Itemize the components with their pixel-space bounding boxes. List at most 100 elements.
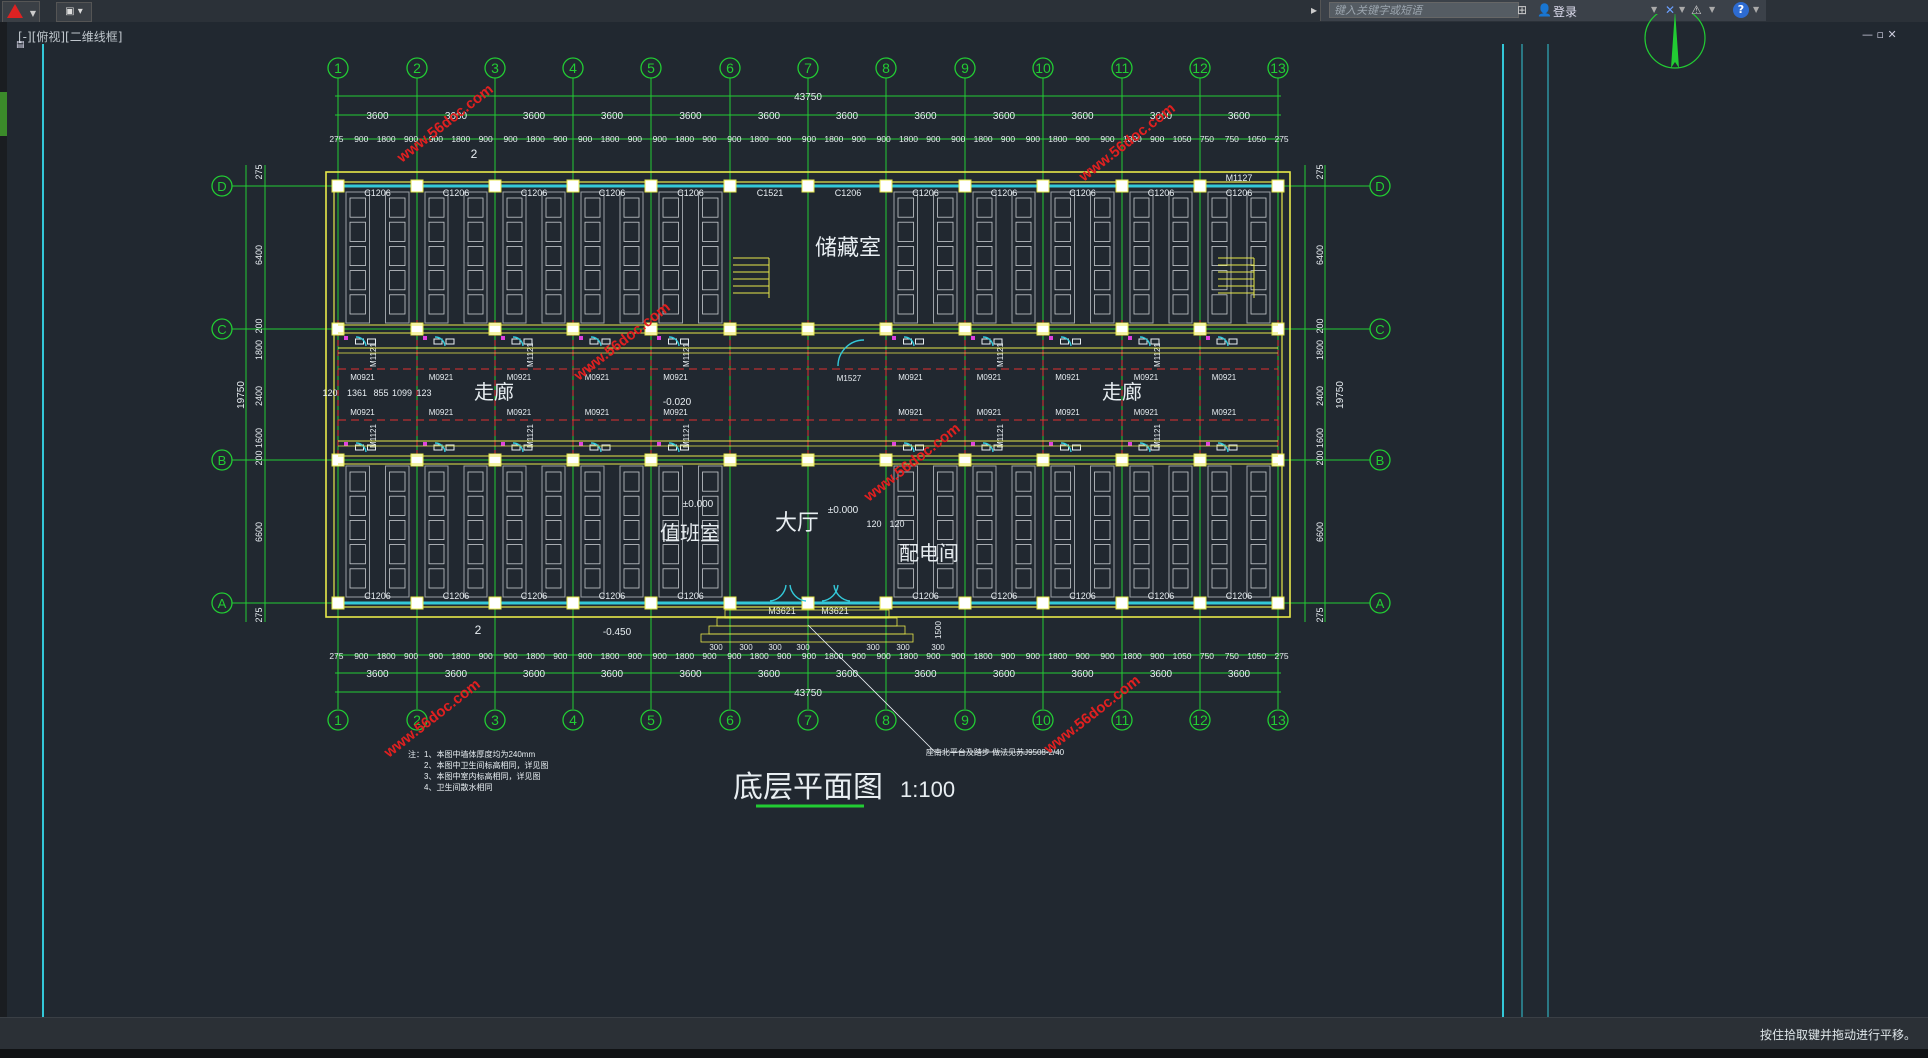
toilet-stall bbox=[424, 465, 449, 598]
search-input[interactable] bbox=[1329, 2, 1519, 18]
corridor-dim: 120 bbox=[322, 388, 337, 398]
level-mark: ±0.000 bbox=[828, 505, 859, 516]
floor-drain bbox=[971, 442, 975, 446]
door-swing bbox=[668, 336, 680, 347]
column bbox=[1193, 322, 1207, 336]
toilet-stall bbox=[698, 465, 723, 598]
stall-fixture bbox=[976, 471, 993, 492]
axis-bubble bbox=[954, 57, 976, 79]
chevron-down-icon[interactable]: ▼ bbox=[1651, 5, 1658, 14]
sink-fixture bbox=[367, 444, 376, 451]
compass-icon[interactable] bbox=[1642, 14, 1712, 74]
stall-fixture bbox=[1172, 519, 1189, 540]
axis-bubble bbox=[327, 709, 349, 731]
stall-fixture bbox=[1015, 294, 1032, 315]
total-length-dim: 43750 bbox=[794, 92, 822, 103]
sink-fixture bbox=[1072, 444, 1081, 451]
stall-fixture bbox=[584, 568, 601, 589]
bay-dim: 3600 bbox=[836, 111, 859, 122]
stall-fixture bbox=[349, 270, 366, 291]
toilet-stall bbox=[502, 191, 527, 324]
stall-fixture bbox=[1250, 294, 1267, 315]
autodesk-a360-icon[interactable]: ⚠ bbox=[1691, 3, 1702, 17]
window-label: C1206 bbox=[991, 188, 1018, 198]
viewport-label[interactable]: [-][俯视][二维线框] bbox=[18, 30, 123, 44]
axis-bubble bbox=[1369, 175, 1391, 197]
palette-toggle-icon[interactable]: ▤ bbox=[16, 40, 25, 50]
login-button[interactable]: 登录 bbox=[1553, 5, 1578, 19]
axis-bubble bbox=[1189, 709, 1211, 731]
window-label: C1206 bbox=[912, 591, 939, 601]
axis-bubble bbox=[1032, 709, 1054, 731]
chevron-down-icon[interactable]: ▼ bbox=[1709, 5, 1716, 14]
door-swing bbox=[1139, 336, 1151, 347]
detail-dim: 750 bbox=[1200, 134, 1214, 144]
vertical-dim: 200 bbox=[254, 450, 264, 465]
quick-access-save-button[interactable]: ▣ ▾ bbox=[56, 2, 92, 22]
detail-dim: 900 bbox=[354, 651, 368, 661]
axis-letter: A bbox=[1376, 596, 1385, 611]
expand-icon[interactable]: ▸ bbox=[1311, 3, 1318, 17]
floor-drain bbox=[501, 442, 505, 446]
chevron-down-icon[interactable]: ▼ bbox=[1753, 5, 1760, 14]
application-menu-button[interactable]: ▼ bbox=[2, 1, 40, 23]
vertical-dim: 275 bbox=[1315, 164, 1325, 179]
status-strip bbox=[0, 1049, 1928, 1058]
detail-dim: 1800 bbox=[824, 651, 843, 661]
stall-fixture bbox=[545, 471, 562, 492]
window-label: C1206 bbox=[599, 188, 626, 198]
toilet-stall bbox=[1050, 465, 1075, 598]
stall-fixture bbox=[1133, 245, 1150, 266]
toilet-stall bbox=[893, 465, 918, 598]
column bbox=[723, 179, 737, 193]
bay-dim: 3600 bbox=[914, 669, 937, 680]
floor-drain bbox=[971, 336, 975, 340]
detail-dim: 1800 bbox=[1123, 134, 1142, 144]
stall-fixture bbox=[1250, 270, 1267, 291]
stall-fixture bbox=[623, 221, 640, 242]
window-label: C1206 bbox=[1148, 591, 1175, 601]
detail-dim: 900 bbox=[1075, 651, 1089, 661]
door-label: M0921 bbox=[1212, 408, 1237, 417]
axis-bubble bbox=[562, 709, 584, 731]
drawing-scale: 1:100 bbox=[900, 777, 955, 802]
column bbox=[958, 453, 972, 467]
axis-bubble bbox=[1111, 709, 1133, 731]
help-icon[interactable]: ? bbox=[1733, 2, 1749, 18]
stall-fixture bbox=[545, 245, 562, 266]
stall-fixture bbox=[1211, 544, 1228, 565]
sink-fixture bbox=[903, 444, 912, 451]
stall-fixture bbox=[584, 544, 601, 565]
axis-number: 10 bbox=[1035, 60, 1051, 76]
chevron-down-icon[interactable]: ▼ bbox=[1679, 5, 1686, 14]
door-swing bbox=[789, 584, 807, 602]
column bbox=[958, 179, 972, 193]
note-line: 4、卫生间散水相同 bbox=[424, 782, 492, 792]
window-label: C1206 bbox=[599, 591, 626, 601]
command-line[interactable]: 按住拾取键并拖动进行平移。 bbox=[0, 1017, 1928, 1050]
binoculars-icon[interactable]: ⊞ bbox=[1517, 3, 1528, 17]
detail-dim: 900 bbox=[1001, 651, 1015, 661]
stall-fixture bbox=[506, 568, 523, 589]
axis-bubble bbox=[1032, 57, 1054, 79]
total-width-dim: 19750 bbox=[236, 381, 247, 409]
detail-dim: 900 bbox=[852, 134, 866, 144]
detail-dim: 1800 bbox=[899, 134, 918, 144]
detail-dim: 900 bbox=[653, 651, 667, 661]
column bbox=[488, 453, 502, 467]
exchange-icon[interactable]: ✕ bbox=[1665, 3, 1676, 17]
stall-fixture bbox=[349, 245, 366, 266]
column bbox=[1193, 596, 1207, 610]
bay-dim: 3600 bbox=[523, 669, 546, 680]
detail-dim: 1800 bbox=[526, 134, 545, 144]
stall-fixture bbox=[584, 245, 601, 266]
axis-letter: D bbox=[1375, 179, 1384, 194]
sink-fixture bbox=[680, 338, 689, 345]
toilet-stall bbox=[580, 465, 605, 598]
entrance-step bbox=[708, 625, 906, 635]
hall-dim: 120 bbox=[889, 519, 904, 529]
stall-fixture bbox=[702, 245, 719, 266]
stall-fixture bbox=[1054, 544, 1071, 565]
window-controls[interactable]: — ▫ ✕ bbox=[1862, 28, 1897, 41]
